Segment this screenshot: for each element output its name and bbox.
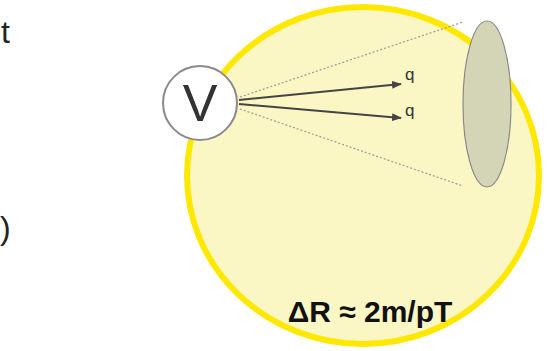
cone-edge [240,22,463,97]
quark-label: q [405,66,414,83]
boson-symbol: V [183,77,218,129]
cone-edge [240,109,463,186]
cut-slide-text: ) [0,212,11,244]
jet-region: ΔR ≈ 2m/pT V [184,4,542,347]
formula-text: ΔR ≈ 2m/pT [288,297,453,327]
quark-arrow [239,84,401,100]
quark-label: q [405,102,414,119]
quark-arrow [239,104,401,118]
cone-base [463,21,511,187]
cut-slide-text: t [1,16,10,48]
boson-circle: V [162,65,238,141]
